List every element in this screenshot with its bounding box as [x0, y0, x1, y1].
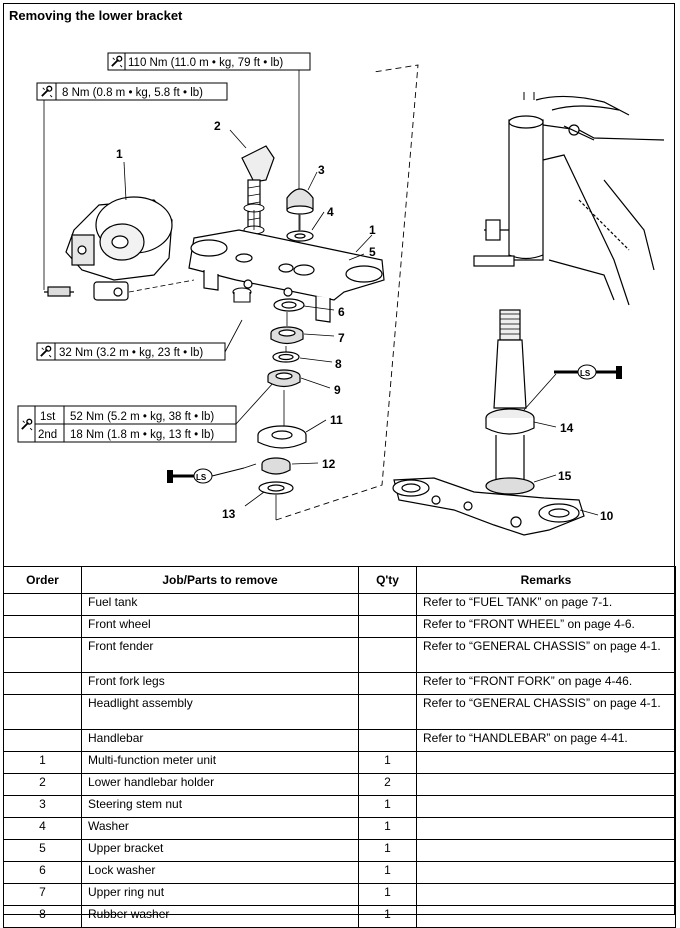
torque-second-step-label: 2nd: [38, 429, 57, 441]
callout-11: 11: [330, 413, 343, 427]
torque-box-two-step: 1st 52 Nm (5.2 m • kg, 38 ft • lb) 2nd 1…: [17, 405, 237, 443]
ls-grease-indicator: LS: [167, 463, 257, 484]
parts-table: Order Job/Parts to remove Q'ty Remarks F…: [3, 566, 676, 928]
header-qty: Q'ty: [358, 566, 417, 594]
torque-box-8: 8 Nm (0.8 m • kg, 5.8 ft • lb): [36, 82, 228, 101]
header-job: Job/Parts to remove: [81, 566, 359, 594]
upper-ring-nut: [270, 326, 304, 345]
torque-box-110: 110 Nm (11.0 m • kg, 79 ft • lb): [107, 52, 311, 71]
rubber-washer: [272, 351, 300, 363]
callout-3: 3: [318, 163, 325, 177]
callout-12: 12: [322, 457, 336, 471]
assembly-axis: [253, 210, 301, 520]
torque-second-step-value: 18 Nm (1.8 m • kg, 13 ft • lb): [70, 429, 214, 441]
lower-handlebar-holder: [241, 145, 275, 229]
torque-leaders: [43, 70, 300, 425]
lower-ring-nut: [267, 369, 301, 388]
lock-washer: [273, 298, 305, 312]
callout-7: 7: [338, 331, 345, 345]
callout-14: 14: [560, 421, 574, 435]
header-order: Order: [3, 566, 82, 594]
torque-32-label: 32 Nm (3.2 m • kg, 23 ft • lb): [59, 347, 203, 359]
callout-5: 5: [369, 245, 376, 259]
callout-1-meter: 1: [116, 147, 123, 161]
frame-steering-head: [473, 92, 665, 306]
torque-110-label: 110 Nm (11.0 m • kg, 79 ft • lb): [128, 57, 283, 69]
bearing-inner-race: [258, 481, 294, 495]
torque-box-32: 32 Nm (3.2 m • kg, 23 ft • lb): [36, 342, 226, 361]
callout-6: 6: [338, 305, 345, 319]
multi-function-meter-unit: [44, 196, 173, 301]
callout-leaders: [123, 129, 599, 516]
torque-8-label: 8 Nm (0.8 m • kg, 5.8 ft • lb): [62, 87, 203, 99]
ls-label: LS: [580, 369, 591, 378]
pinch-bolt: [232, 287, 252, 303]
dashed-assembly-link: [275, 64, 419, 521]
callout-numbers: 1 2 3 4 1 5 6 7 8 9 11 12 13 14 15 10: [116, 119, 614, 523]
callout-10: 10: [600, 509, 614, 523]
lower-bracket-assembly: [392, 309, 585, 536]
header-remarks: Remarks: [416, 566, 676, 594]
page-title: Removing the lower bracket: [9, 8, 183, 23]
callout-15: 15: [558, 469, 572, 483]
table-header-row: Order Job/Parts to remove Q'ty Remarks: [3, 566, 676, 594]
ls-grease-indicator-right: LS: [523, 364, 622, 411]
steering-stem-nut: [286, 188, 314, 215]
callout-1-bracket: 1: [369, 223, 376, 237]
torque-first-step-label: 1st: [40, 411, 56, 423]
callout-13: 13: [222, 507, 236, 521]
bearing-cover: [257, 425, 307, 449]
callout-8: 8: [335, 357, 342, 371]
callout-2: 2: [214, 119, 221, 133]
torque-first-step-value: 52 Nm (5.2 m • kg, 38 ft • lb): [70, 411, 214, 423]
callout-4: 4: [327, 205, 334, 219]
upper-bearing: [261, 457, 291, 475]
stem-washer: [286, 230, 314, 242]
callout-9: 9: [334, 383, 341, 397]
exploded-diagram: 110 Nm (11.0 m • kg, 79 ft • lb) 8 Nm (0…: [4, 30, 674, 564]
ls-label: LS: [196, 473, 207, 482]
